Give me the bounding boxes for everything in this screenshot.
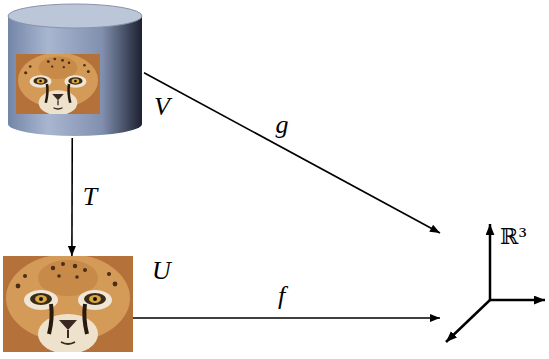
- map-arrow: [144, 73, 440, 233]
- map-arrow: [71, 138, 73, 256]
- map-label: T: [83, 182, 97, 212]
- cylinder-image: [6, 2, 144, 138]
- image-node: U: [3, 256, 133, 352]
- image-node: ℝ³: [440, 220, 547, 350]
- axes-symbol: [440, 220, 547, 350]
- map-label: f: [278, 281, 285, 311]
- map-arrow: [133, 317, 440, 319]
- math-label: U: [152, 256, 171, 286]
- map-label: g: [276, 110, 289, 140]
- flat-image: [3, 256, 133, 352]
- image-node: V: [6, 2, 144, 138]
- math-label: ℝ³: [500, 222, 527, 252]
- math-label: V: [154, 92, 170, 122]
